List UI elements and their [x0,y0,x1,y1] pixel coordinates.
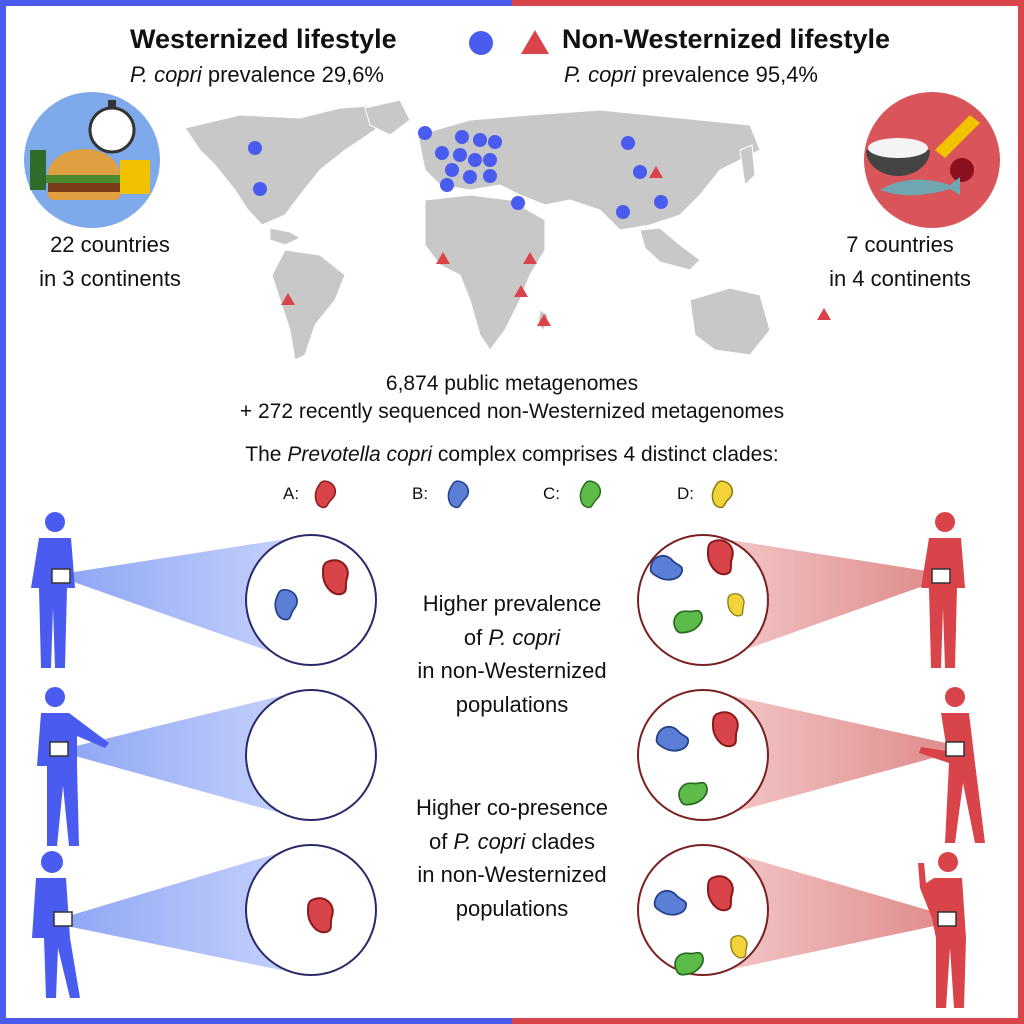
nonwestern-countries: 7 countries in 4 continents [790,228,1010,296]
western-food-icon [24,92,160,228]
countries-count: 7 countries [846,232,954,257]
finding-copresence: Higher co-presence of P. copri clades in… [372,791,652,925]
clade-a-label: A: [283,484,300,503]
text: Higher prevalence [422,591,602,616]
western-gut-circle-1 [245,534,377,666]
gut-icon [945,741,965,757]
nonwestern-people-icons [918,512,985,1008]
nonwestern-title: Non-Westernized lifestyle [562,24,891,54]
text: of P. copri [372,621,652,655]
nonwestern-border [512,0,1024,1024]
world-map [184,99,771,361]
text: of P. copri clades [372,825,652,859]
clade-c-legend-icon [574,477,605,511]
gut-icon [53,911,73,927]
public-metagenomes: 6,874 public metagenomes [385,372,639,395]
nonwestern-prevalence: P. copri prevalence 95,4% [564,62,818,88]
western-gut-circle-2 [245,689,377,821]
western-border [0,0,512,1024]
gut-icon [937,911,957,927]
text: populations [455,895,569,921]
countries-count: 22 countries [50,232,170,257]
nonwestern-cones [705,536,955,975]
text: clades [525,828,595,854]
nonwestern-gut-circle-2 [637,689,769,821]
species-name: Prevotella copri [287,443,433,466]
legend-triangle-icon [521,30,549,54]
clade-b-legend-icon [442,477,473,511]
prevalence-value: prevalence 29,6% [207,62,384,87]
western-prevalence: P. copri prevalence 29,6% [130,62,384,88]
clade-a-legend-icon [309,477,340,511]
western-cones [62,536,305,975]
prevalence-value: prevalence 95,4% [641,62,818,87]
text: in non-Westernized [417,658,607,683]
clade-c-label: C: [543,484,560,503]
nonwestern-food-icon [864,92,1000,228]
gut-icon [49,741,69,757]
species-name: P. copri [453,828,526,854]
species-name: P. copri [130,62,202,87]
species-name: P. copri [488,624,561,650]
nonwestern-gut-circle-1 [637,534,769,666]
text: of [429,828,454,854]
species-name: P. copri [564,62,636,87]
text: in non-Westernized [417,862,607,887]
complex-description: The Prevotella copri complex comprises 4… [0,443,1024,467]
text: of [463,624,489,650]
western-country-markers [248,126,668,219]
gut-icon [931,568,951,584]
western-countries: 22 countries in 3 continents [0,228,220,296]
western-title: Westernized lifestyle [130,24,397,54]
continents-count: in 3 continents [39,266,181,291]
text: Higher co-presence [416,795,608,820]
clade-b-label: B: [412,484,429,503]
legend-circle-icon [469,31,493,55]
finding-prevalence: Higher prevalence of P. copri in non-Wes… [372,587,652,721]
continents-count: in 4 continents [829,266,971,291]
text: complex comprises 4 distinct clades: [432,443,779,466]
new-metagenomes: + 272 recently sequenced non-Westernized… [239,400,785,423]
gut-icon [51,568,71,584]
text: populations [455,691,569,717]
clade-d-label: D: [677,484,694,503]
nonwestern-country-markers [281,166,831,326]
text: The [245,443,288,466]
clade-d-legend-icon [706,477,737,511]
